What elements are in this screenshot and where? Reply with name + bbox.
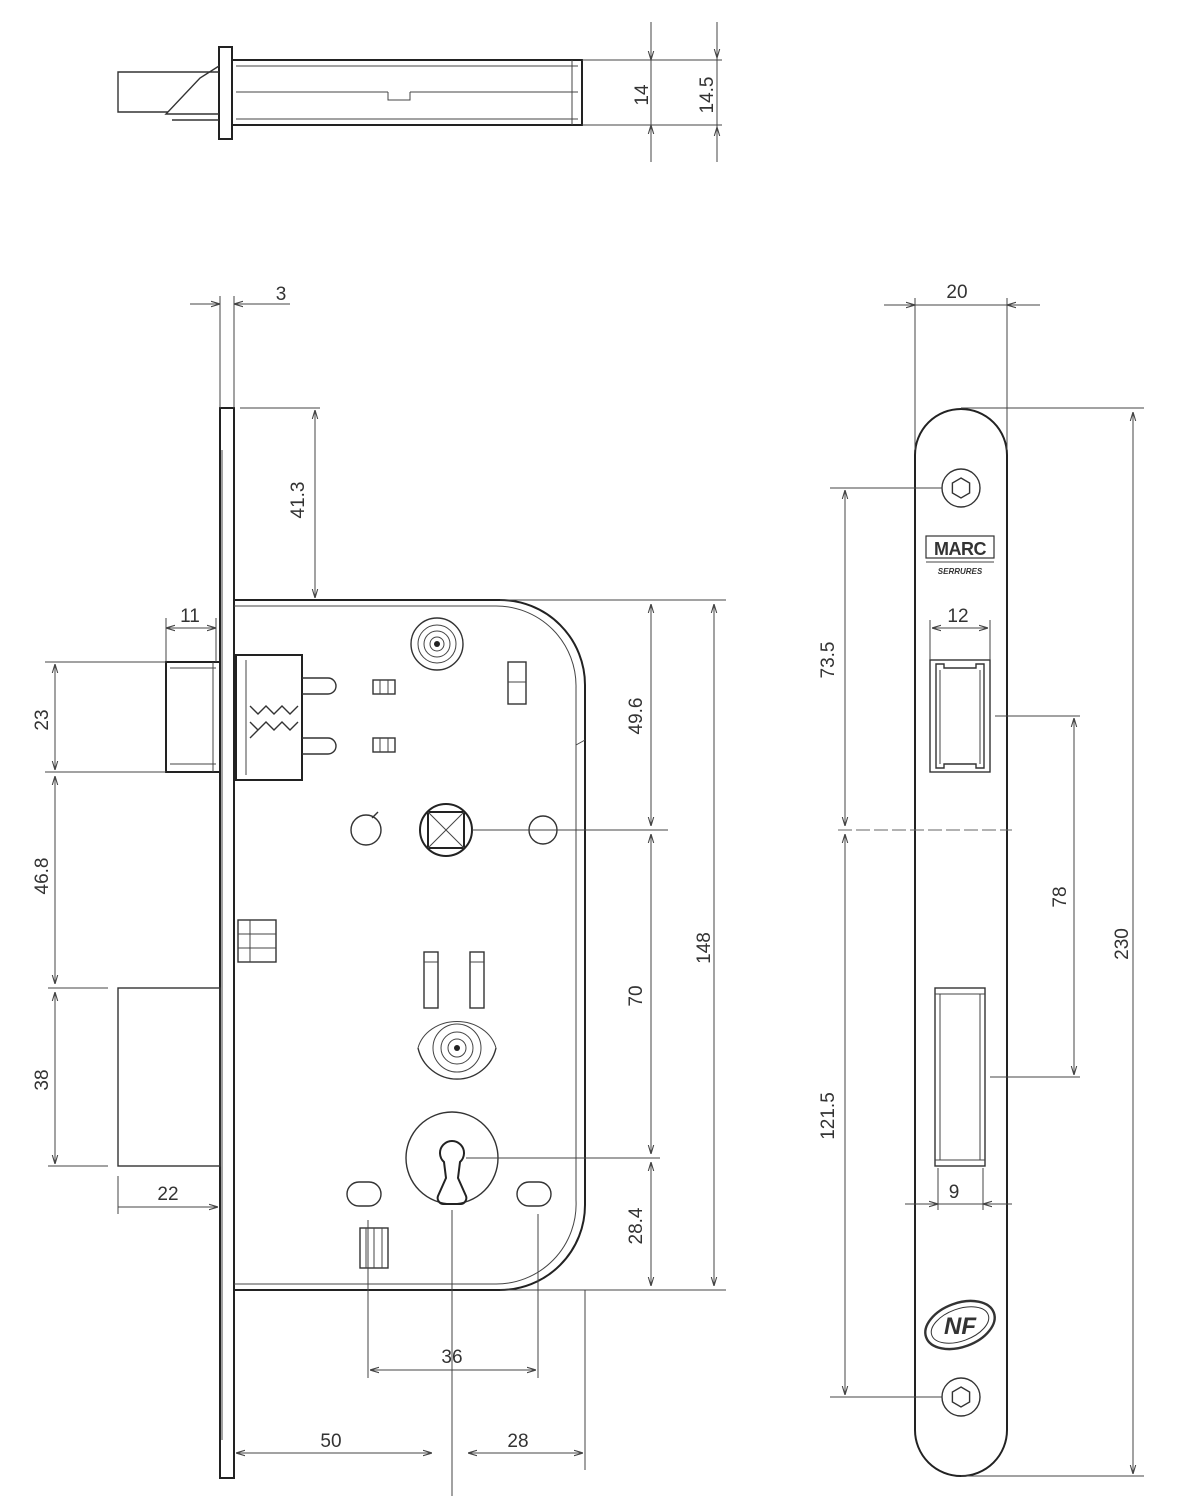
nf-logo-icon: NF bbox=[924, 1299, 996, 1351]
top-view-bolt: 14 14.5 bbox=[117, 22, 722, 162]
deadbolt bbox=[117, 987, 221, 1167]
dim-case-top-to-spindle: 49.6 bbox=[626, 698, 647, 735]
marc-logo-icon: MARC SERRURES bbox=[925, 535, 995, 576]
faceplate-dimensions: 20 230 73.5 121.5 12 78 9 bbox=[818, 282, 1144, 1477]
latch bbox=[165, 654, 337, 781]
dim-spindle-to-cylinder: 70 bbox=[626, 985, 647, 1006]
dim-backset: 50 bbox=[320, 1431, 341, 1452]
front-view-dimensions: 3 41.3 11 23 46.8 38 22 49.6 70 28 bbox=[32, 284, 726, 1470]
latch-opening bbox=[929, 659, 991, 773]
dim-spindle-to-bottom-screw: 121.5 bbox=[818, 1092, 839, 1140]
dim-latch-opening-width: 12 bbox=[947, 606, 968, 627]
nf-logo-text: NF bbox=[944, 1313, 977, 1340]
dim-deadbolt-height: 38 bbox=[32, 1069, 53, 1090]
dim-faceplate-thickness: 3 bbox=[276, 284, 287, 305]
dim-deadbolt-projection: 22 bbox=[157, 1184, 178, 1205]
brand-sub-text: SERRURES bbox=[938, 567, 983, 576]
dim-bolt-thickness: 14 bbox=[632, 84, 653, 106]
dim-latch-to-bolt-opening: 78 bbox=[1050, 886, 1071, 907]
dim-bolt-opening-width: 9 bbox=[949, 1182, 960, 1203]
dim-faceplate-width: 20 bbox=[946, 282, 967, 303]
spindle-square-icon bbox=[419, 803, 473, 857]
dim-latch-to-bolt: 46.8 bbox=[32, 858, 53, 895]
dim-faceplate-height: 230 bbox=[1112, 928, 1133, 960]
brand-logo-text: MARC bbox=[934, 539, 986, 559]
front-view-lock-body bbox=[117, 407, 668, 1496]
dim-screw-hole-spacing: 36 bbox=[441, 1347, 462, 1368]
dim-top-screw-to-spindle: 73.5 bbox=[818, 642, 839, 679]
hex-screw-icon bbox=[941, 468, 981, 508]
dim-latch-projection: 11 bbox=[180, 606, 200, 627]
bolt-opening bbox=[934, 987, 986, 1167]
dim-bolt-thickness-outer: 14.5 bbox=[697, 77, 718, 114]
dim-latch-height: 23 bbox=[32, 709, 53, 730]
dim-cylinder-to-case-back: 28 bbox=[507, 1431, 528, 1452]
dim-case-height: 148 bbox=[694, 932, 715, 964]
dim-faceplate-top-offset: 41.3 bbox=[288, 482, 309, 519]
faceplate-view: MARC SERRURES NF bbox=[838, 408, 1012, 1477]
dim-cylinder-to-case-bottom: 28.4 bbox=[626, 1207, 647, 1244]
hex-screw-icon bbox=[941, 1377, 981, 1417]
